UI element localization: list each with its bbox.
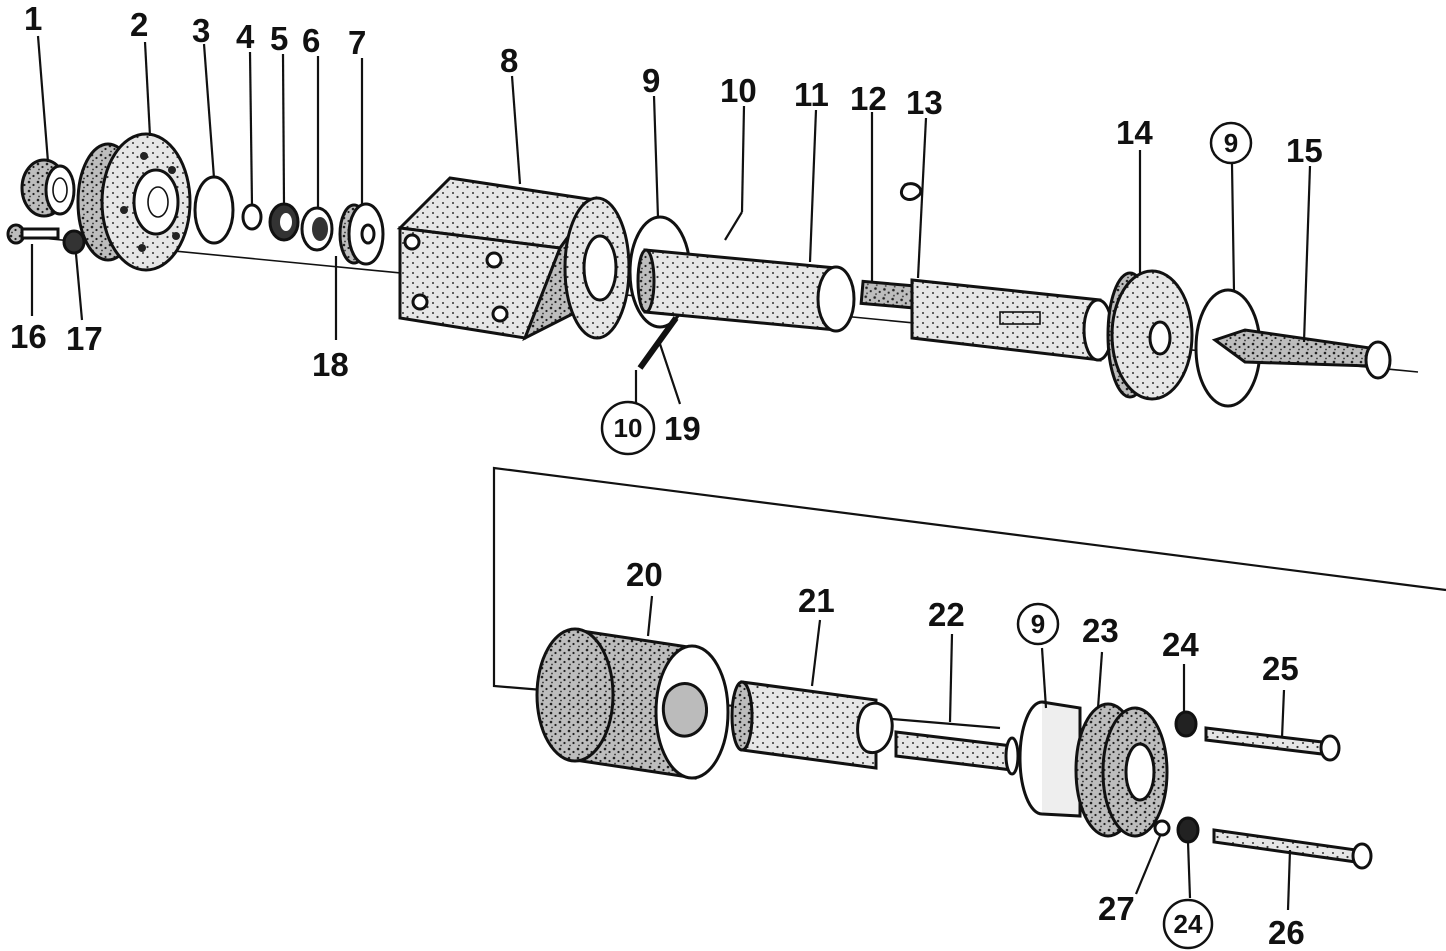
label-15: 15 [1286,132,1323,169]
label-25: 25 [1262,650,1299,687]
part-14-rear-cover [1106,269,1194,401]
part-5-seal [268,202,300,242]
label-24b: 24 [1174,909,1203,939]
label-4: 4 [236,18,255,55]
label-14: 14 [1116,114,1153,151]
label-13: 13 [906,84,943,121]
leader-lines-top [30,35,1312,405]
part-23-end-cover [1074,702,1169,838]
part-15-bolt [1211,328,1392,380]
label-9: 9 [642,62,660,99]
part-21-rotor [730,680,894,770]
part-16-screw [6,223,60,245]
label-9b: 9 [1224,128,1238,158]
label-23: 23 [1082,612,1119,649]
part-17-washer [62,229,86,255]
label-5: 5 [270,20,288,57]
part-22-shaft [894,730,1020,776]
label-7: 7 [348,24,366,61]
part-3-o-ring [193,175,235,245]
label-12: 12 [850,80,887,117]
label-18: 18 [312,346,349,383]
label-8: 8 [500,42,518,79]
part-19-pin [637,316,679,370]
label-20: 20 [626,556,663,593]
label-3: 3 [192,12,210,49]
label-26: 26 [1268,914,1305,951]
part-24-washer-top [1174,710,1198,738]
leader-lines-bottom [646,595,1292,911]
label-2: 2 [130,6,148,43]
label-19: 19 [664,410,701,447]
part-25-bolt [1204,726,1341,762]
part-11-sleeve [636,248,856,333]
label-9-circled-top: 9 [1209,121,1253,165]
part-20-housing [535,627,730,780]
label-11: 11 [794,76,829,113]
label-16: 16 [10,318,47,355]
label-9-circled-bottom: 9 [1016,602,1060,646]
label-27: 27 [1098,890,1135,927]
part-labels: 1 2 3 4 5 6 7 8 9 10 11 12 13 14 9 15 16… [10,0,1323,951]
label-6: 6 [302,22,320,59]
label-24-circled: 24 [1162,898,1214,950]
part-6-seal [300,206,334,252]
part-26-bolt [1212,828,1373,870]
part-9-ring-bottom [1018,700,1082,818]
part-24-washer-bottom [1176,816,1200,844]
label-9c: 9 [1031,609,1045,639]
label-10: 10 [720,72,757,109]
part-2-front-cover [76,132,192,272]
part-8-pump-body [396,176,631,342]
label-10-circled: 10 [600,400,656,456]
part-7-washer [338,202,385,266]
label-24: 24 [1162,626,1199,663]
label-22: 22 [928,596,965,633]
part-13-key [899,182,923,201]
part-27-ring [1153,819,1171,837]
part-4-ring [241,203,263,231]
label-1: 1 [24,0,42,37]
part-gear-assembly [910,278,1114,362]
label-17: 17 [66,320,103,357]
part-1-nut [20,158,76,218]
label-10b: 10 [614,413,643,443]
label-21: 21 [798,582,835,619]
